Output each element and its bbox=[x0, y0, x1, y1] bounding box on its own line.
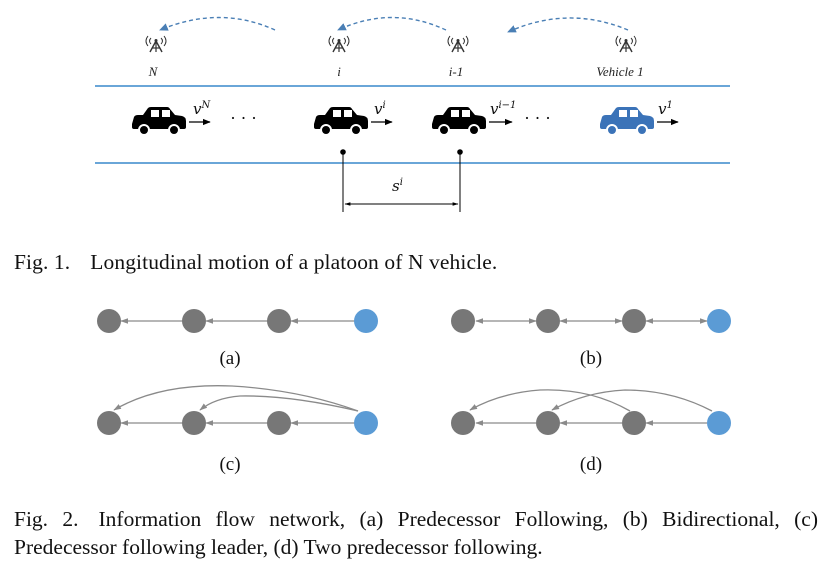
vehicle-n-icon bbox=[132, 107, 186, 136]
subfig-a: (a) bbox=[97, 309, 378, 369]
label-i-minus-1: i-1 bbox=[449, 64, 463, 79]
figure-1: N i i-1 Vehicle 1 bbox=[95, 16, 730, 212]
ellipsis-left: · · · bbox=[230, 108, 257, 128]
follower-node bbox=[622, 309, 646, 333]
velocity-label-i-minus-1: vi−1 bbox=[490, 100, 516, 118]
subfig-a-label: (a) bbox=[219, 348, 240, 369]
velocity-label-n: vN bbox=[193, 100, 211, 118]
edge-leader-to-first bbox=[113, 385, 359, 412]
subfig-b-label: (b) bbox=[580, 348, 602, 369]
figure-2-caption-text: Information flow network, (a) Predecesso… bbox=[14, 507, 818, 559]
follower-node bbox=[536, 411, 560, 435]
velocity-label-v1: v1 bbox=[658, 100, 673, 118]
leader-node bbox=[707, 411, 731, 435]
follower-node bbox=[451, 411, 475, 435]
leader-node bbox=[354, 309, 378, 333]
subfig-c-label: (c) bbox=[219, 454, 240, 475]
label-n: N bbox=[148, 64, 159, 79]
follower-node bbox=[267, 411, 291, 435]
vehicle-leader-icon bbox=[600, 107, 654, 136]
spacing-label: si bbox=[392, 177, 403, 195]
subfig-d: (d) bbox=[451, 389, 731, 475]
comm-arrow-v1-to-im1 bbox=[507, 17, 629, 33]
follower-node bbox=[451, 309, 475, 333]
edge-leader-to-second bbox=[199, 395, 359, 412]
ellipsis-right: · · · bbox=[524, 108, 551, 128]
antenna-n-icon bbox=[145, 35, 167, 53]
figure-1-caption-text: Longitudinal motion of a platoon of N ve… bbox=[90, 250, 498, 274]
velocity-label-i: vi bbox=[374, 100, 386, 118]
figure-1-caption: Fig. 1. Longitudinal motion of a platoon … bbox=[14, 250, 497, 275]
subfig-c: (c) bbox=[97, 385, 378, 475]
figure-2: (a) (b) (c) bbox=[97, 309, 731, 475]
follower-node bbox=[267, 309, 291, 333]
follower-node bbox=[97, 411, 121, 435]
follower-node bbox=[182, 309, 206, 333]
figure-1-caption-label: Fig. 1. bbox=[14, 250, 71, 274]
antenna-v1-icon bbox=[615, 35, 637, 53]
follower-node bbox=[97, 309, 121, 333]
figure-2-caption: Fig. 2.Information flow network, (a) Pre… bbox=[14, 505, 818, 561]
vehicle-i-minus-1-icon bbox=[432, 107, 486, 136]
label-i: i bbox=[337, 64, 341, 79]
label-vehicle-1: Vehicle 1 bbox=[596, 64, 643, 79]
follower-node bbox=[622, 411, 646, 435]
comm-arrow-i-to-n bbox=[159, 16, 276, 31]
leader-node bbox=[354, 411, 378, 435]
follower-node bbox=[182, 411, 206, 435]
subfig-b: (b) bbox=[451, 309, 731, 369]
follower-node bbox=[536, 309, 560, 333]
subfig-d-label: (d) bbox=[580, 454, 602, 475]
edge-skip-one bbox=[469, 389, 631, 412]
vehicle-i-icon bbox=[314, 107, 368, 136]
antenna-i-icon bbox=[328, 35, 350, 53]
figure-2-caption-label: Fig. 2. bbox=[14, 507, 79, 531]
edge-skip-two bbox=[551, 389, 713, 412]
leader-node bbox=[707, 309, 731, 333]
antenna-im1-icon bbox=[447, 35, 469, 53]
comm-arrow-im1-to-i bbox=[337, 16, 447, 31]
